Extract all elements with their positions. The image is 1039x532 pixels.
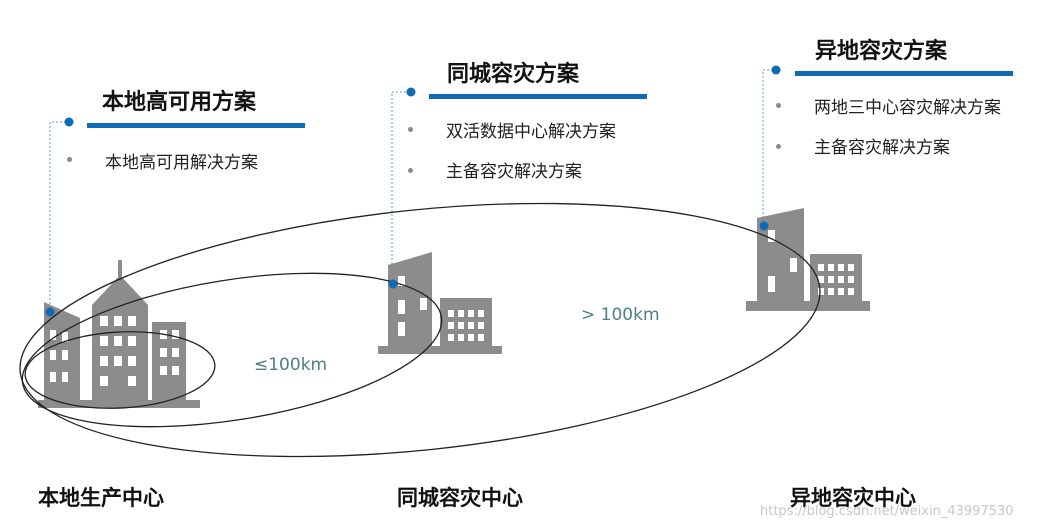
bullet-dot xyxy=(776,144,781,149)
building-windows-remote xyxy=(768,230,854,295)
ellipse-local xyxy=(24,331,216,409)
center-label-remote: 异地容灾中心 xyxy=(790,486,916,510)
solution-item-samecity-2: 主备容灾解决方案 xyxy=(446,162,582,182)
anchor-dot-local-title xyxy=(64,117,74,127)
bullet-dot xyxy=(408,168,413,173)
bullet-dot xyxy=(408,127,413,132)
anchor-dot-samecity-building xyxy=(388,279,398,289)
solution-title-remote: 异地容灾方案 xyxy=(815,39,948,64)
solution-title-samecity: 同城容灾方案 xyxy=(447,62,580,87)
bullet-dot xyxy=(776,103,781,108)
leader-line-samecity xyxy=(391,91,410,284)
watermark-text: https://blog.csdn.net/weixin_43997530 xyxy=(760,504,1014,519)
leader-lines xyxy=(49,69,780,312)
solution-title-local: 本地高可用方案 xyxy=(102,90,257,115)
anchor-dots xyxy=(45,65,781,317)
title-underline-local xyxy=(87,123,305,128)
title-underline-remote xyxy=(795,71,1013,76)
building-windows-samecity xyxy=(398,276,484,341)
center-label-local: 本地生产中心 xyxy=(38,486,164,510)
anchor-dot-remote-building xyxy=(759,221,769,231)
bullet-dot xyxy=(67,157,72,162)
solution-item-remote-1: 两地三中心容灾解决方案 xyxy=(814,98,1001,118)
solution-item-local-1: 本地高可用解决方案 xyxy=(105,153,258,173)
center-label-samecity: 同城容灾中心 xyxy=(397,486,523,510)
ellipse-remote xyxy=(19,202,821,458)
coverage-ellipses xyxy=(19,202,821,458)
solution-item-remote-2: 主备容灾解决方案 xyxy=(814,138,950,158)
solution-item-samecity-1: 双活数据中心解决方案 xyxy=(446,122,616,142)
distance-label-far: > 100km xyxy=(581,305,660,325)
anchor-dot-local-building xyxy=(45,307,55,317)
leader-line-local xyxy=(49,121,68,312)
title-underline-samecity xyxy=(429,94,647,99)
anchor-dot-samecity-title xyxy=(406,87,416,97)
anchor-dot-remote-title xyxy=(771,65,781,75)
distance-label-near: ≤100km xyxy=(254,355,328,375)
leader-line-remote xyxy=(762,69,780,226)
